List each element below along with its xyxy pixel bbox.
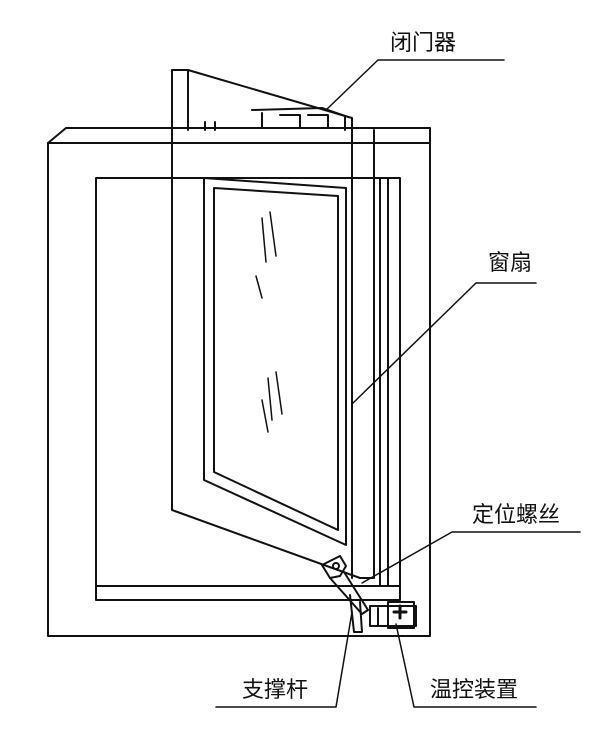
outer-frame: [47, 127, 431, 637]
glass-reflections: [255, 211, 283, 433]
label-closer: 闭门器: [390, 31, 456, 56]
label-thermo: 温控装置: [430, 678, 518, 703]
leader-thermo: [395, 623, 537, 708]
leader-closer: [325, 59, 505, 111]
thermo-device: [369, 601, 417, 629]
leader-screw: [361, 531, 581, 584]
door-closer: [204, 107, 346, 131]
leader-lines: [215, 59, 581, 708]
leader-sash: [351, 282, 537, 405]
label-sash: 窗扇: [488, 251, 532, 276]
label-screw: 定位螺丝: [472, 503, 560, 528]
label-rod: 支撑杆: [242, 678, 308, 703]
leader-rod: [215, 611, 353, 708]
window-sash: [171, 129, 375, 579]
